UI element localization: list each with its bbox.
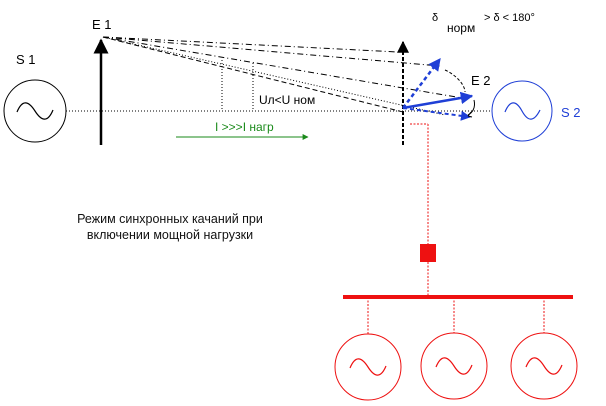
caption-line-2: включении мощной нагрузки	[86, 228, 254, 242]
load-branch	[410, 123, 429, 297]
s1-label: S 1	[16, 52, 36, 67]
delta-condition: > δ < 180°	[484, 12, 535, 24]
generator-s1	[3, 79, 67, 143]
load-breaker	[420, 244, 436, 262]
delta-norm-subscript: норм	[447, 21, 475, 35]
delta-symbol: δ	[432, 12, 438, 24]
load-motor-3	[510, 332, 578, 400]
e1-label: E 1	[92, 17, 112, 32]
swing-arcs	[444, 69, 475, 118]
voltage-label: Uл<U ном	[259, 93, 315, 107]
generator-s2	[491, 80, 553, 142]
caption: Режим синхронных качаний при включении м…	[40, 211, 300, 243]
s2-label: S 2	[561, 105, 581, 120]
current-label: I >>>I нагр	[215, 120, 274, 134]
e2-vectors	[402, 58, 474, 121]
e2-label: E 2	[471, 73, 491, 88]
motor-feeders	[367, 297, 545, 334]
caption-line-1: Режим синхронных качаний при	[77, 212, 263, 226]
load-motor-2	[420, 332, 488, 400]
load-motor-1	[334, 333, 402, 401]
